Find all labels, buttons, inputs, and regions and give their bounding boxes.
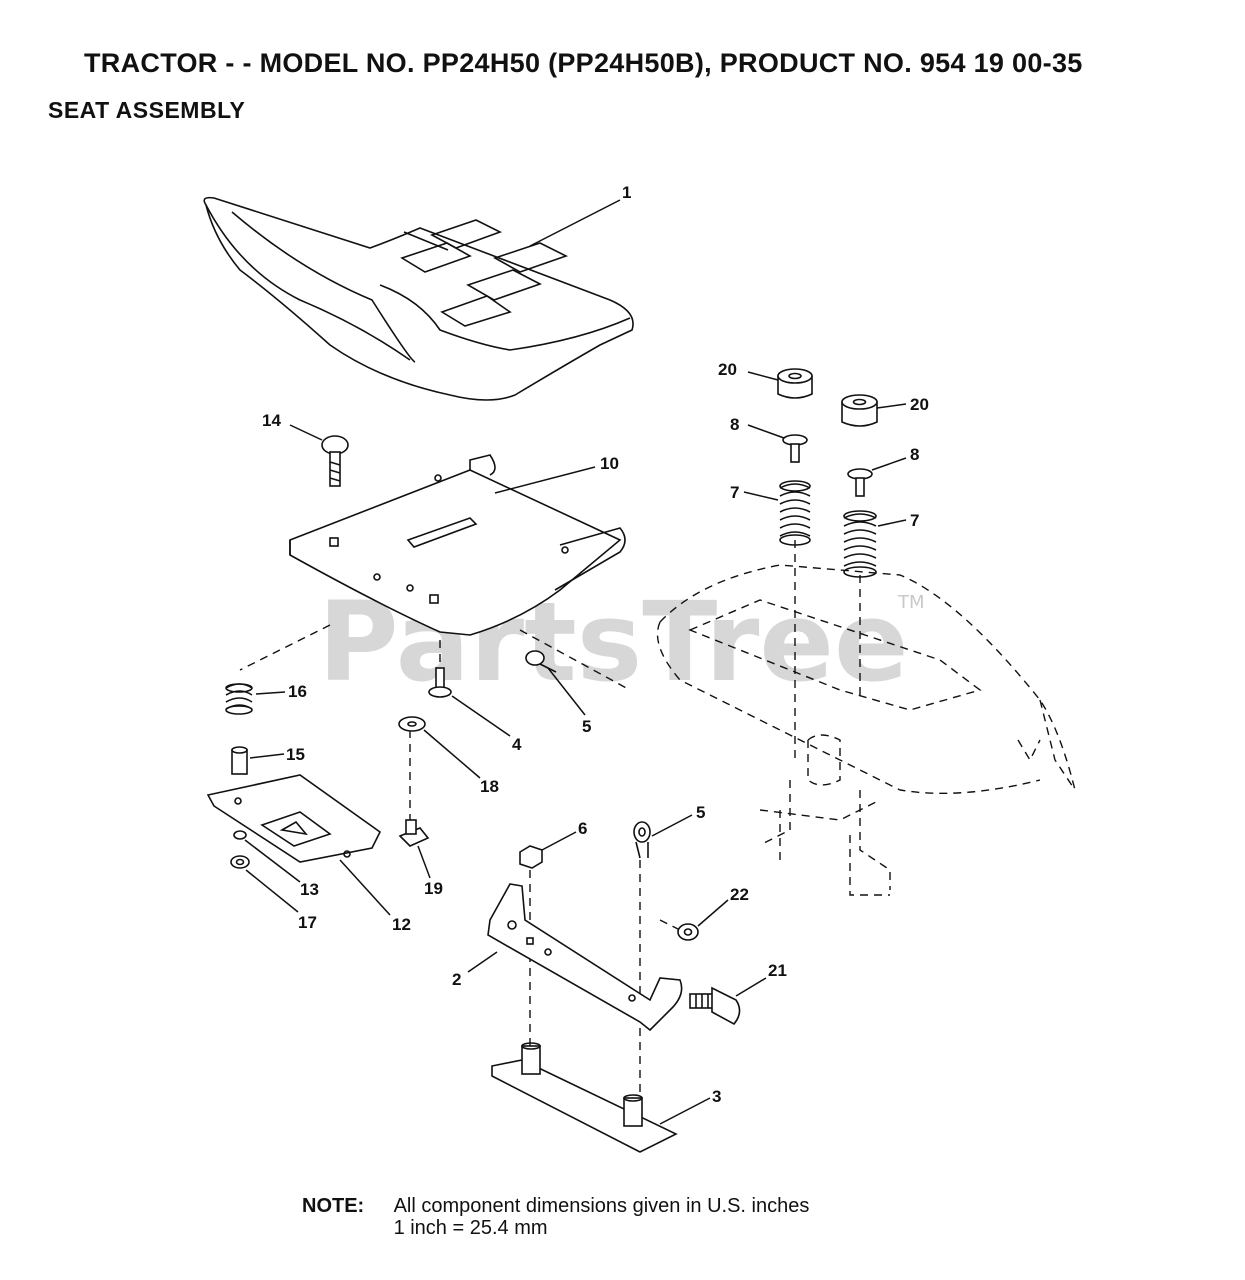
callout-1: 1	[622, 183, 631, 202]
callout-10: 10	[600, 454, 619, 473]
callout-6: 6	[578, 819, 587, 838]
section-title: SEAT ASSEMBLY	[48, 97, 246, 123]
callout-16: 16	[288, 682, 307, 701]
page-title: TRACTOR - - MODEL NO. PP24H50 (PP24H50B)…	[84, 48, 1083, 78]
flat-washer-part	[398, 716, 481, 779]
clip-lower-part	[633, 814, 693, 859]
callout-4: 4	[512, 735, 522, 754]
lock-nut-part	[677, 899, 729, 941]
spring-right-part	[843, 510, 907, 578]
callout-14: 14	[262, 411, 281, 430]
callout-7a: 7	[730, 483, 739, 502]
callout-5a: 5	[582, 717, 591, 736]
spacer-right-part	[841, 394, 907, 427]
callout-20b: 20	[910, 395, 929, 414]
callout-21: 21	[768, 961, 787, 980]
note-body: All component dimensions given in U.S. i…	[394, 1195, 810, 1239]
hex-nut-part	[519, 831, 577, 869]
note-line-1: All component dimensions given in U.S. i…	[393, 1195, 810, 1217]
washer-nut-part	[230, 830, 301, 913]
slide-plate-part	[206, 774, 391, 916]
bolt-left-part	[747, 424, 808, 463]
callout-19: 19	[424, 879, 443, 898]
spring-left-part	[743, 480, 811, 546]
base-plate-part	[491, 1042, 711, 1153]
callout-2: 2	[452, 970, 461, 989]
callout-8b: 8	[910, 445, 919, 464]
spacer-left-part	[747, 368, 813, 399]
seat-pan-part	[289, 454, 626, 636]
clip-upper-part	[525, 650, 586, 716]
callout-22: 22	[730, 885, 749, 904]
note-line-2: 1 inch = 25.4 mm	[393, 1217, 548, 1239]
note-label: NOTE:	[302, 1195, 365, 1217]
bolt-right-part	[847, 457, 907, 497]
callout-20a: 20	[718, 360, 737, 379]
bushing-part	[231, 746, 285, 775]
callout-7b: 7	[910, 511, 919, 530]
adjust-knob-part	[398, 819, 431, 879]
watermark-trademark: TM	[897, 592, 925, 613]
callout-5b: 5	[696, 803, 705, 822]
callout-8a: 8	[730, 415, 739, 434]
callout-18: 18	[480, 777, 499, 796]
callout-17: 17	[298, 913, 317, 932]
callout-3: 3	[712, 1087, 721, 1106]
seat-part	[203, 196, 634, 401]
callout-12: 12	[392, 915, 411, 934]
spring-small-part	[225, 683, 286, 715]
pivot-bracket-part	[467, 883, 683, 1032]
callout-13: 13	[300, 880, 319, 899]
callout-15: 15	[286, 745, 305, 764]
tractor-fender-outline	[656, 564, 1076, 896]
carriage-bolt-part	[289, 424, 349, 487]
dimension-note: NOTE: All component dimensions given in …	[302, 1195, 809, 1239]
shoulder-bolt-part	[428, 667, 511, 737]
pivot-bolt-part	[689, 977, 767, 1026]
